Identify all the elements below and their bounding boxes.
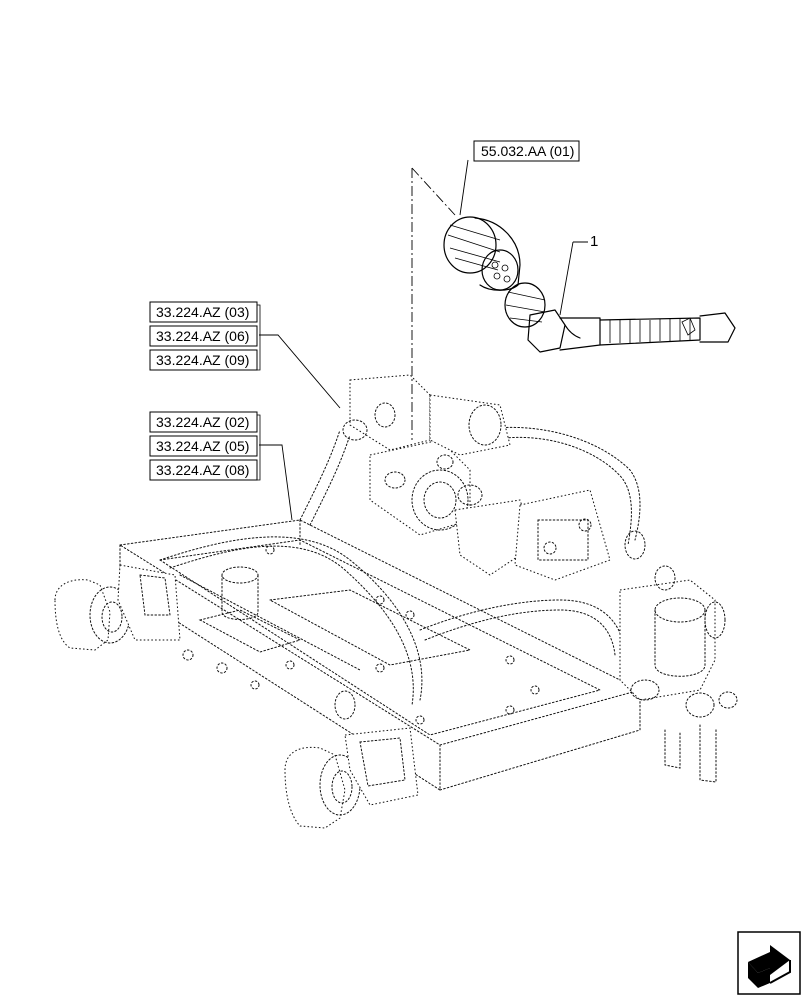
reference-label-text: 33.224.AZ (06) bbox=[156, 328, 249, 344]
reference-label-top[interactable]: 55.032.AA (01) bbox=[473, 140, 580, 162]
leader-lines bbox=[259, 159, 588, 521]
reference-label-group-b: 33.224.AZ (02) 33.224.AZ (05) 33.224.AZ … bbox=[149, 411, 261, 481]
ghosted-frame-assembly bbox=[54, 374, 738, 829]
next-page-arrow-icon[interactable] bbox=[737, 931, 801, 995]
reference-label-text: 33.224.AZ (08) bbox=[156, 462, 249, 478]
reference-label-08[interactable]: 33.224.AZ (08) bbox=[149, 459, 258, 481]
mating-connector bbox=[443, 216, 521, 291]
reference-label-06[interactable]: 33.224.AZ (06) bbox=[149, 325, 258, 347]
wiring-harness-part-1 bbox=[504, 282, 736, 353]
reference-label-09[interactable]: 33.224.AZ (09) bbox=[149, 349, 258, 371]
reference-label-group-a: 33.224.AZ (03) 33.224.AZ (06) 33.224.AZ … bbox=[149, 301, 261, 371]
reference-label-03[interactable]: 33.224.AZ (03) bbox=[149, 301, 258, 323]
reference-label-text: 33.224.AZ (03) bbox=[156, 304, 249, 320]
reference-label-text: 33.224.AZ (09) bbox=[156, 352, 249, 368]
reference-label-text: 33.224.AZ (02) bbox=[156, 414, 249, 430]
reference-label-02[interactable]: 33.224.AZ (02) bbox=[149, 411, 258, 433]
reference-label-text: 33.224.AZ (05) bbox=[156, 438, 249, 454]
reference-label-05[interactable]: 33.224.AZ (05) bbox=[149, 435, 258, 457]
reference-label-text: 55.032.AA (01) bbox=[481, 143, 574, 159]
part-callout-1: 1 bbox=[590, 233, 598, 250]
